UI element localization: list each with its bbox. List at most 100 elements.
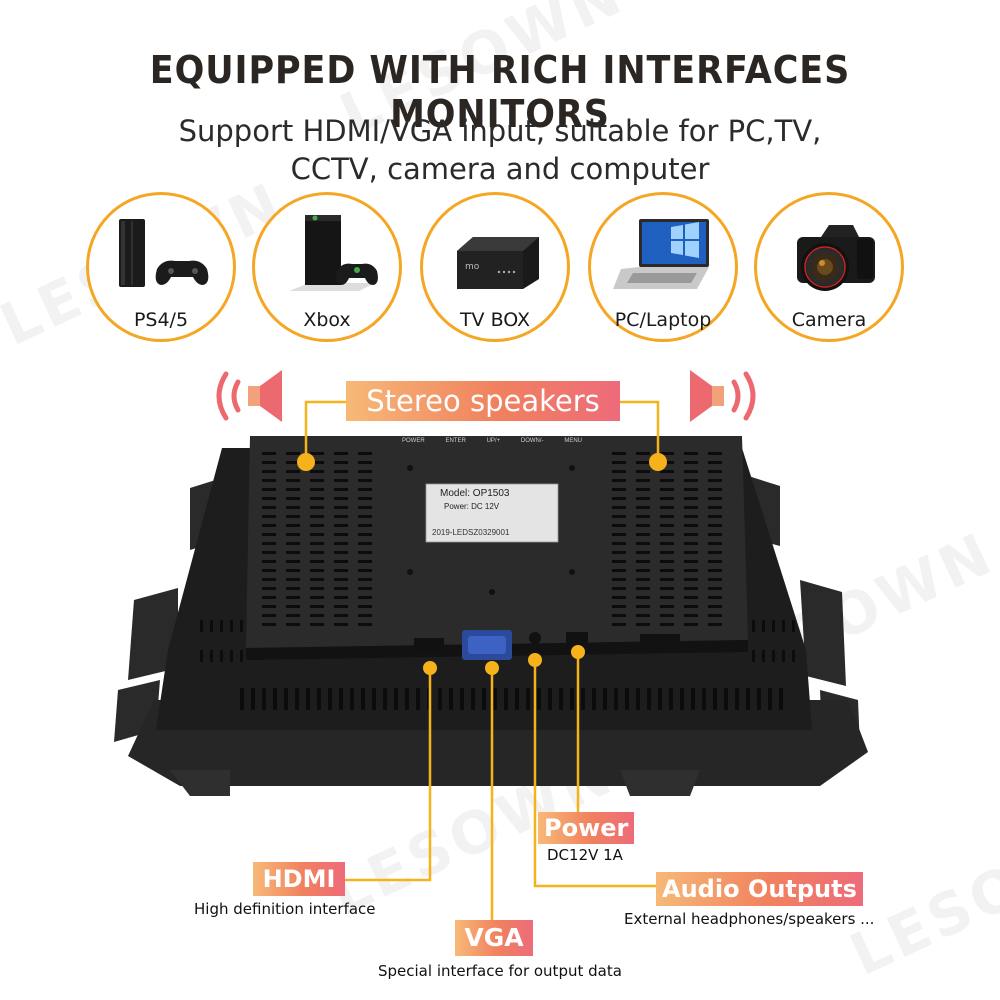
vent-slot bbox=[708, 605, 722, 608]
audio-outputs-desc: External headphones/speakers ... bbox=[624, 910, 875, 928]
page-subtitle: Support HDMI/VGA input, suitable for PC,… bbox=[0, 112, 1000, 188]
vent-slot bbox=[310, 524, 324, 527]
vent-slot bbox=[708, 506, 722, 509]
vent-slot bbox=[262, 569, 276, 572]
vent-slot bbox=[636, 461, 650, 464]
vent-slot bbox=[310, 533, 324, 536]
vent-slot bbox=[310, 551, 324, 554]
vent-slot bbox=[286, 614, 300, 617]
vent-slot bbox=[612, 470, 626, 473]
vent-slot bbox=[310, 623, 324, 626]
vent-slot bbox=[762, 620, 765, 632]
vent-slot bbox=[358, 470, 372, 473]
vent-slot bbox=[358, 488, 372, 491]
vent-slot bbox=[684, 614, 698, 617]
vent-slot bbox=[636, 688, 640, 710]
vent-slot bbox=[383, 688, 387, 710]
vga-label: VGA bbox=[455, 920, 533, 956]
vent-slot bbox=[708, 479, 722, 482]
vent-slot bbox=[262, 542, 276, 545]
vent-slot bbox=[286, 506, 300, 509]
stereo-speakers-label: Stereo speakers bbox=[346, 381, 620, 421]
vent-slot bbox=[603, 688, 607, 710]
vent-slot bbox=[310, 452, 324, 455]
speaker-left-icon bbox=[216, 370, 282, 422]
vent-slot bbox=[684, 596, 698, 599]
hdmi-label: HDMI bbox=[253, 862, 345, 896]
vent-slot bbox=[636, 506, 650, 509]
vent-slot bbox=[684, 587, 698, 590]
vent-slot bbox=[684, 569, 698, 572]
vent-slot bbox=[779, 688, 783, 710]
vent-slot bbox=[286, 587, 300, 590]
vent-slot bbox=[240, 620, 243, 632]
vent-slot bbox=[772, 620, 775, 632]
vent-slot bbox=[284, 688, 288, 710]
vent-slot bbox=[358, 569, 372, 572]
vent-slot bbox=[310, 596, 324, 599]
vent-slot bbox=[660, 533, 674, 536]
page-title: EQUIPPED WITH RICH INTERFACES MONITORS bbox=[149, 48, 851, 136]
vent-slot bbox=[792, 620, 795, 632]
vent-slot bbox=[310, 515, 324, 518]
vent-slot bbox=[372, 688, 376, 710]
power-label: Power bbox=[538, 812, 635, 844]
vent-slot bbox=[262, 623, 276, 626]
hdmi-desc: High definition interface bbox=[194, 900, 376, 918]
device-tvbox: mo TV BOX bbox=[420, 192, 570, 342]
device-label: Camera bbox=[791, 309, 867, 331]
vent-slot bbox=[612, 452, 626, 455]
vga-desc: Special interface for output data bbox=[378, 962, 622, 980]
vent-slot bbox=[660, 515, 674, 518]
vent-slot bbox=[612, 596, 626, 599]
vent-slot bbox=[251, 688, 255, 710]
vent-slot bbox=[612, 479, 626, 482]
vent-slot bbox=[684, 515, 698, 518]
vent-slot bbox=[782, 620, 785, 632]
device-ps4: PS4/5 bbox=[86, 192, 236, 342]
vent-slot bbox=[660, 587, 674, 590]
vent-slot bbox=[286, 470, 300, 473]
vent-slot bbox=[548, 688, 552, 710]
vent-slot bbox=[636, 605, 650, 608]
vent-slot bbox=[358, 614, 372, 617]
tv-box-icon: mo bbox=[457, 237, 539, 289]
vent-slot bbox=[612, 506, 626, 509]
vent-slot bbox=[636, 560, 650, 563]
vent-slot bbox=[612, 488, 626, 491]
vent-slot bbox=[708, 461, 722, 464]
device-label: Xbox bbox=[303, 309, 351, 331]
vent-slot bbox=[684, 479, 698, 482]
vent-slot bbox=[570, 688, 574, 710]
vent-slot bbox=[334, 605, 348, 608]
vent-slot bbox=[713, 688, 717, 710]
vent-slot bbox=[702, 688, 706, 710]
vent-slot bbox=[684, 542, 698, 545]
vent-slot bbox=[612, 515, 626, 518]
vent-slot bbox=[669, 688, 673, 710]
vent-slot bbox=[334, 551, 348, 554]
vent-slot bbox=[310, 578, 324, 581]
button-label-power: POWER bbox=[402, 438, 425, 444]
vent-slot bbox=[262, 596, 276, 599]
vent-slot bbox=[262, 488, 276, 491]
speaker-right-icon bbox=[690, 370, 756, 422]
vent-slot bbox=[310, 470, 324, 473]
vent-slot bbox=[708, 497, 722, 500]
vent-slot bbox=[358, 533, 372, 536]
vent-slot bbox=[334, 587, 348, 590]
vent-slot bbox=[660, 470, 674, 473]
vent-slot bbox=[636, 533, 650, 536]
vent-slot bbox=[660, 497, 674, 500]
vent-slot bbox=[708, 452, 722, 455]
vent-slot bbox=[526, 688, 530, 710]
vent-slot bbox=[334, 569, 348, 572]
button-label-down: DOWN/- bbox=[520, 438, 544, 444]
vent-slot bbox=[210, 620, 213, 632]
vent-slot bbox=[515, 688, 519, 710]
vent-slot bbox=[493, 688, 497, 710]
vent-slot bbox=[334, 479, 348, 482]
vent-slot bbox=[286, 452, 300, 455]
vent-slot bbox=[708, 470, 722, 473]
